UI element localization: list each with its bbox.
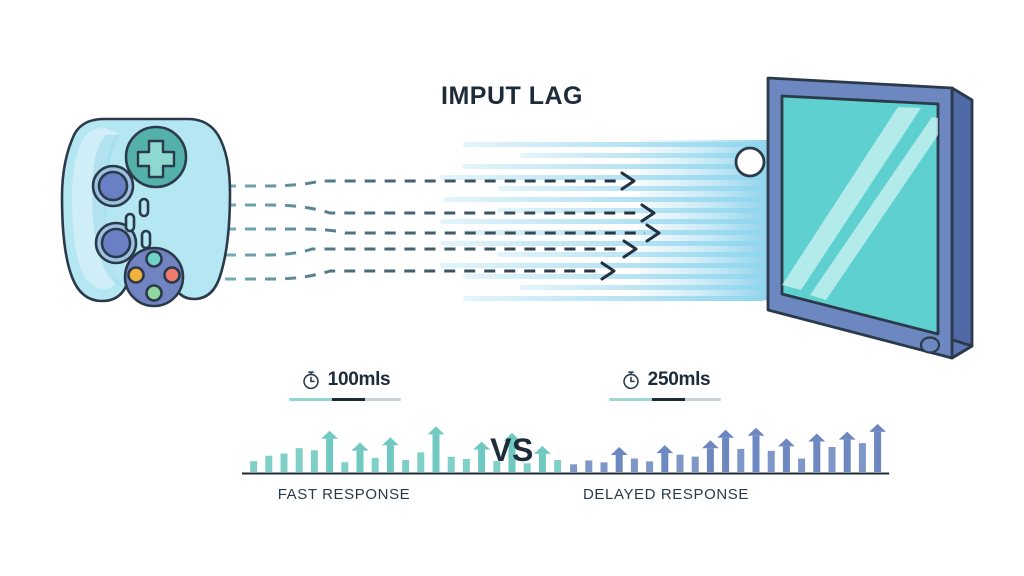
tablet-screen <box>780 94 940 336</box>
bar <box>534 445 551 472</box>
home-button <box>919 336 941 354</box>
button-right <box>163 266 181 284</box>
game-controller[interactable] <box>60 117 232 308</box>
signal-arrow-3 <box>205 227 645 235</box>
bar <box>838 431 856 472</box>
bar <box>295 448 303 472</box>
vs-divider: VS <box>490 432 534 468</box>
bar <box>869 423 886 472</box>
bar <box>280 453 288 472</box>
signal-arrows <box>205 179 645 281</box>
bar-segment-accent <box>609 398 652 401</box>
bar <box>691 456 699 472</box>
bar <box>523 463 531 472</box>
metric-fast-response: 100mls <box>240 368 450 401</box>
bar-segment-dark <box>331 398 366 401</box>
signal-arrow-5 <box>205 269 600 281</box>
fast-latency-bar <box>289 398 401 401</box>
bar <box>462 458 470 472</box>
analog-stick-right <box>100 227 132 259</box>
bar <box>767 450 775 472</box>
metric-delayed-response: 250mls <box>560 368 770 401</box>
bar <box>402 460 410 472</box>
bar <box>503 432 521 472</box>
bar <box>828 447 836 472</box>
bar <box>808 433 826 472</box>
bar <box>371 457 379 472</box>
caption-fast-response: FAST RESPONSE <box>277 486 411 503</box>
bar <box>341 462 349 472</box>
dpad-cross-icon <box>136 139 176 179</box>
caption-delayed-response: DELAYED RESPONSE <box>582 486 750 503</box>
bar <box>554 460 562 472</box>
bar <box>417 452 425 472</box>
bar <box>250 461 258 472</box>
bar <box>737 448 745 472</box>
chart-delayed-response <box>562 423 890 475</box>
bar <box>447 456 455 472</box>
signal-arrow-2 <box>205 203 640 215</box>
bar <box>798 458 806 472</box>
bar <box>473 441 490 472</box>
bar <box>427 426 445 472</box>
bar <box>778 438 795 472</box>
bar <box>265 455 273 472</box>
menu-button-2 <box>124 212 136 233</box>
bar <box>585 460 593 472</box>
delayed-latency-value: 250mls <box>647 369 711 390</box>
bar-segment-muted <box>365 398 401 401</box>
speed-lines <box>440 142 765 301</box>
signal-arrow-4 <box>205 247 622 257</box>
bar <box>570 464 578 472</box>
bar-segment-accent <box>289 398 332 401</box>
page-title: IMPUT LAG <box>441 82 583 110</box>
signal-arrowheads-right <box>600 171 661 281</box>
bar <box>351 442 369 472</box>
bar <box>747 427 765 472</box>
bar <box>702 440 719 472</box>
button-left <box>127 266 145 284</box>
bar <box>858 443 866 472</box>
screen-glare <box>782 107 938 300</box>
bar <box>493 461 501 472</box>
camera-icon <box>734 146 766 178</box>
delayed-latency-bar <box>609 398 721 401</box>
tablet-display[interactable] <box>734 76 974 360</box>
menu-button-1 <box>138 197 150 218</box>
bar-segment-dark <box>651 398 686 401</box>
bar <box>610 447 628 472</box>
chart-fast-response <box>242 426 570 475</box>
button-top <box>145 250 163 268</box>
bar <box>310 450 318 472</box>
button-cluster <box>123 246 185 308</box>
bar-segment-muted <box>685 398 721 401</box>
button-bottom <box>145 284 163 302</box>
bar <box>656 445 674 472</box>
analog-stick-left <box>97 170 129 202</box>
signal-arrow-1 <box>205 179 620 188</box>
bar <box>321 430 338 472</box>
bar <box>646 461 654 472</box>
bar <box>600 462 608 472</box>
bar <box>382 437 399 472</box>
bar <box>630 458 638 472</box>
bar <box>676 454 684 472</box>
stopwatch-icon <box>302 371 319 390</box>
stopwatch-icon <box>622 371 639 390</box>
fast-latency-value: 100mls <box>327 369 391 390</box>
bar <box>717 429 734 472</box>
